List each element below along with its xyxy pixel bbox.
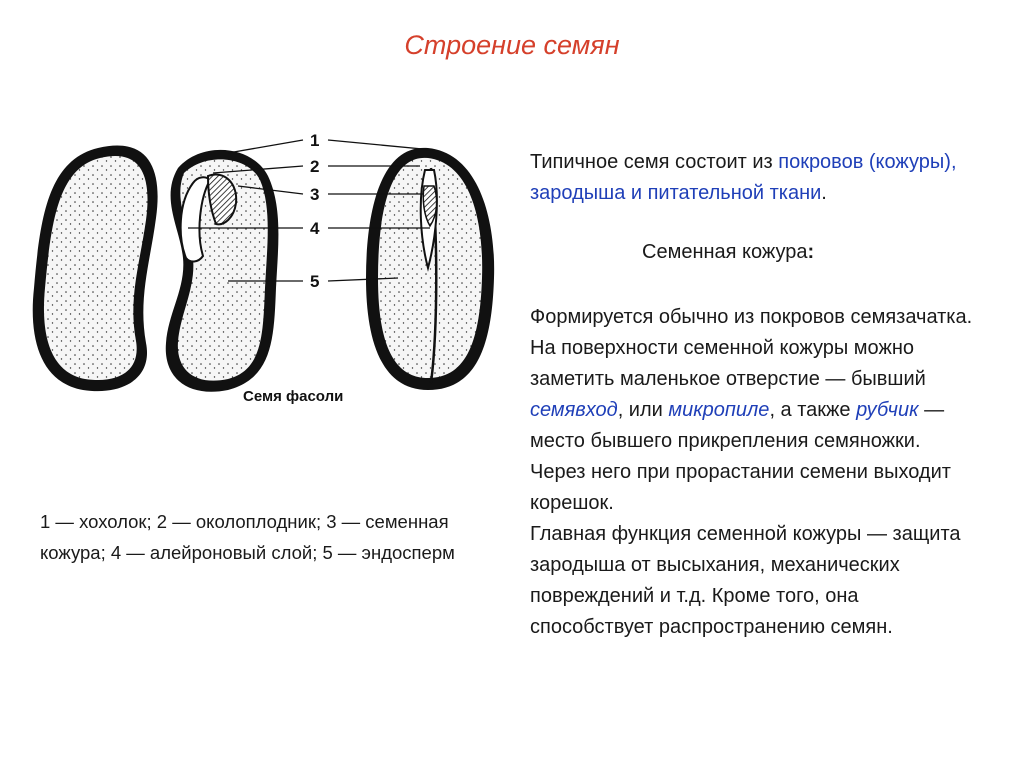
body-text-1: Формируется обычно из покровов семязачат… xyxy=(530,306,973,390)
figure-caption: 1 — хохолок; 2 — околоплодник; 3 — семен… xyxy=(40,511,455,563)
section-heading-text: Семенная кожура xyxy=(642,241,808,263)
callout-3: 3 xyxy=(310,185,319,204)
callout-1: 1 xyxy=(310,131,319,150)
bean-seed-diagram: 1 2 3 4 5 Семя фасоли xyxy=(32,131,495,405)
body-text-2: , или xyxy=(617,399,669,421)
term-hilum: рубчик xyxy=(856,399,919,421)
slide-title: Строение семян xyxy=(404,30,620,60)
body-text-5: Главная функция семенной кожуры — защита… xyxy=(530,523,961,638)
intro-end: . xyxy=(821,182,827,204)
section-heading-colon: : xyxy=(807,241,815,263)
seed-left xyxy=(32,145,158,392)
callout-lines xyxy=(188,139,434,282)
intro-paragraph: Типичное семя состоит из покровов (кожур… xyxy=(530,147,980,209)
callout-2: 2 xyxy=(310,157,319,176)
seed-middle xyxy=(165,149,279,392)
intro-highlight: покровов (кожуры), зародыша и питательно… xyxy=(530,151,957,204)
body-paragraph: Формируется обычно из покровов семязачат… xyxy=(530,302,980,643)
callout-4: 4 xyxy=(310,219,320,238)
body-text-4: — место бывшего прикрепления семяножки. … xyxy=(530,399,951,514)
section-heading: Семенная кожура: xyxy=(642,241,814,264)
term-micropyle: микропиле xyxy=(668,399,770,421)
term-micropyle-ru: семявход xyxy=(530,399,618,421)
body-text-3: , а также xyxy=(769,399,857,421)
callout-5: 5 xyxy=(310,272,319,291)
figure-label: Семя фасоли xyxy=(243,388,343,405)
intro-text: Типичное семя состоит из xyxy=(530,151,779,173)
seed-right xyxy=(366,147,495,390)
